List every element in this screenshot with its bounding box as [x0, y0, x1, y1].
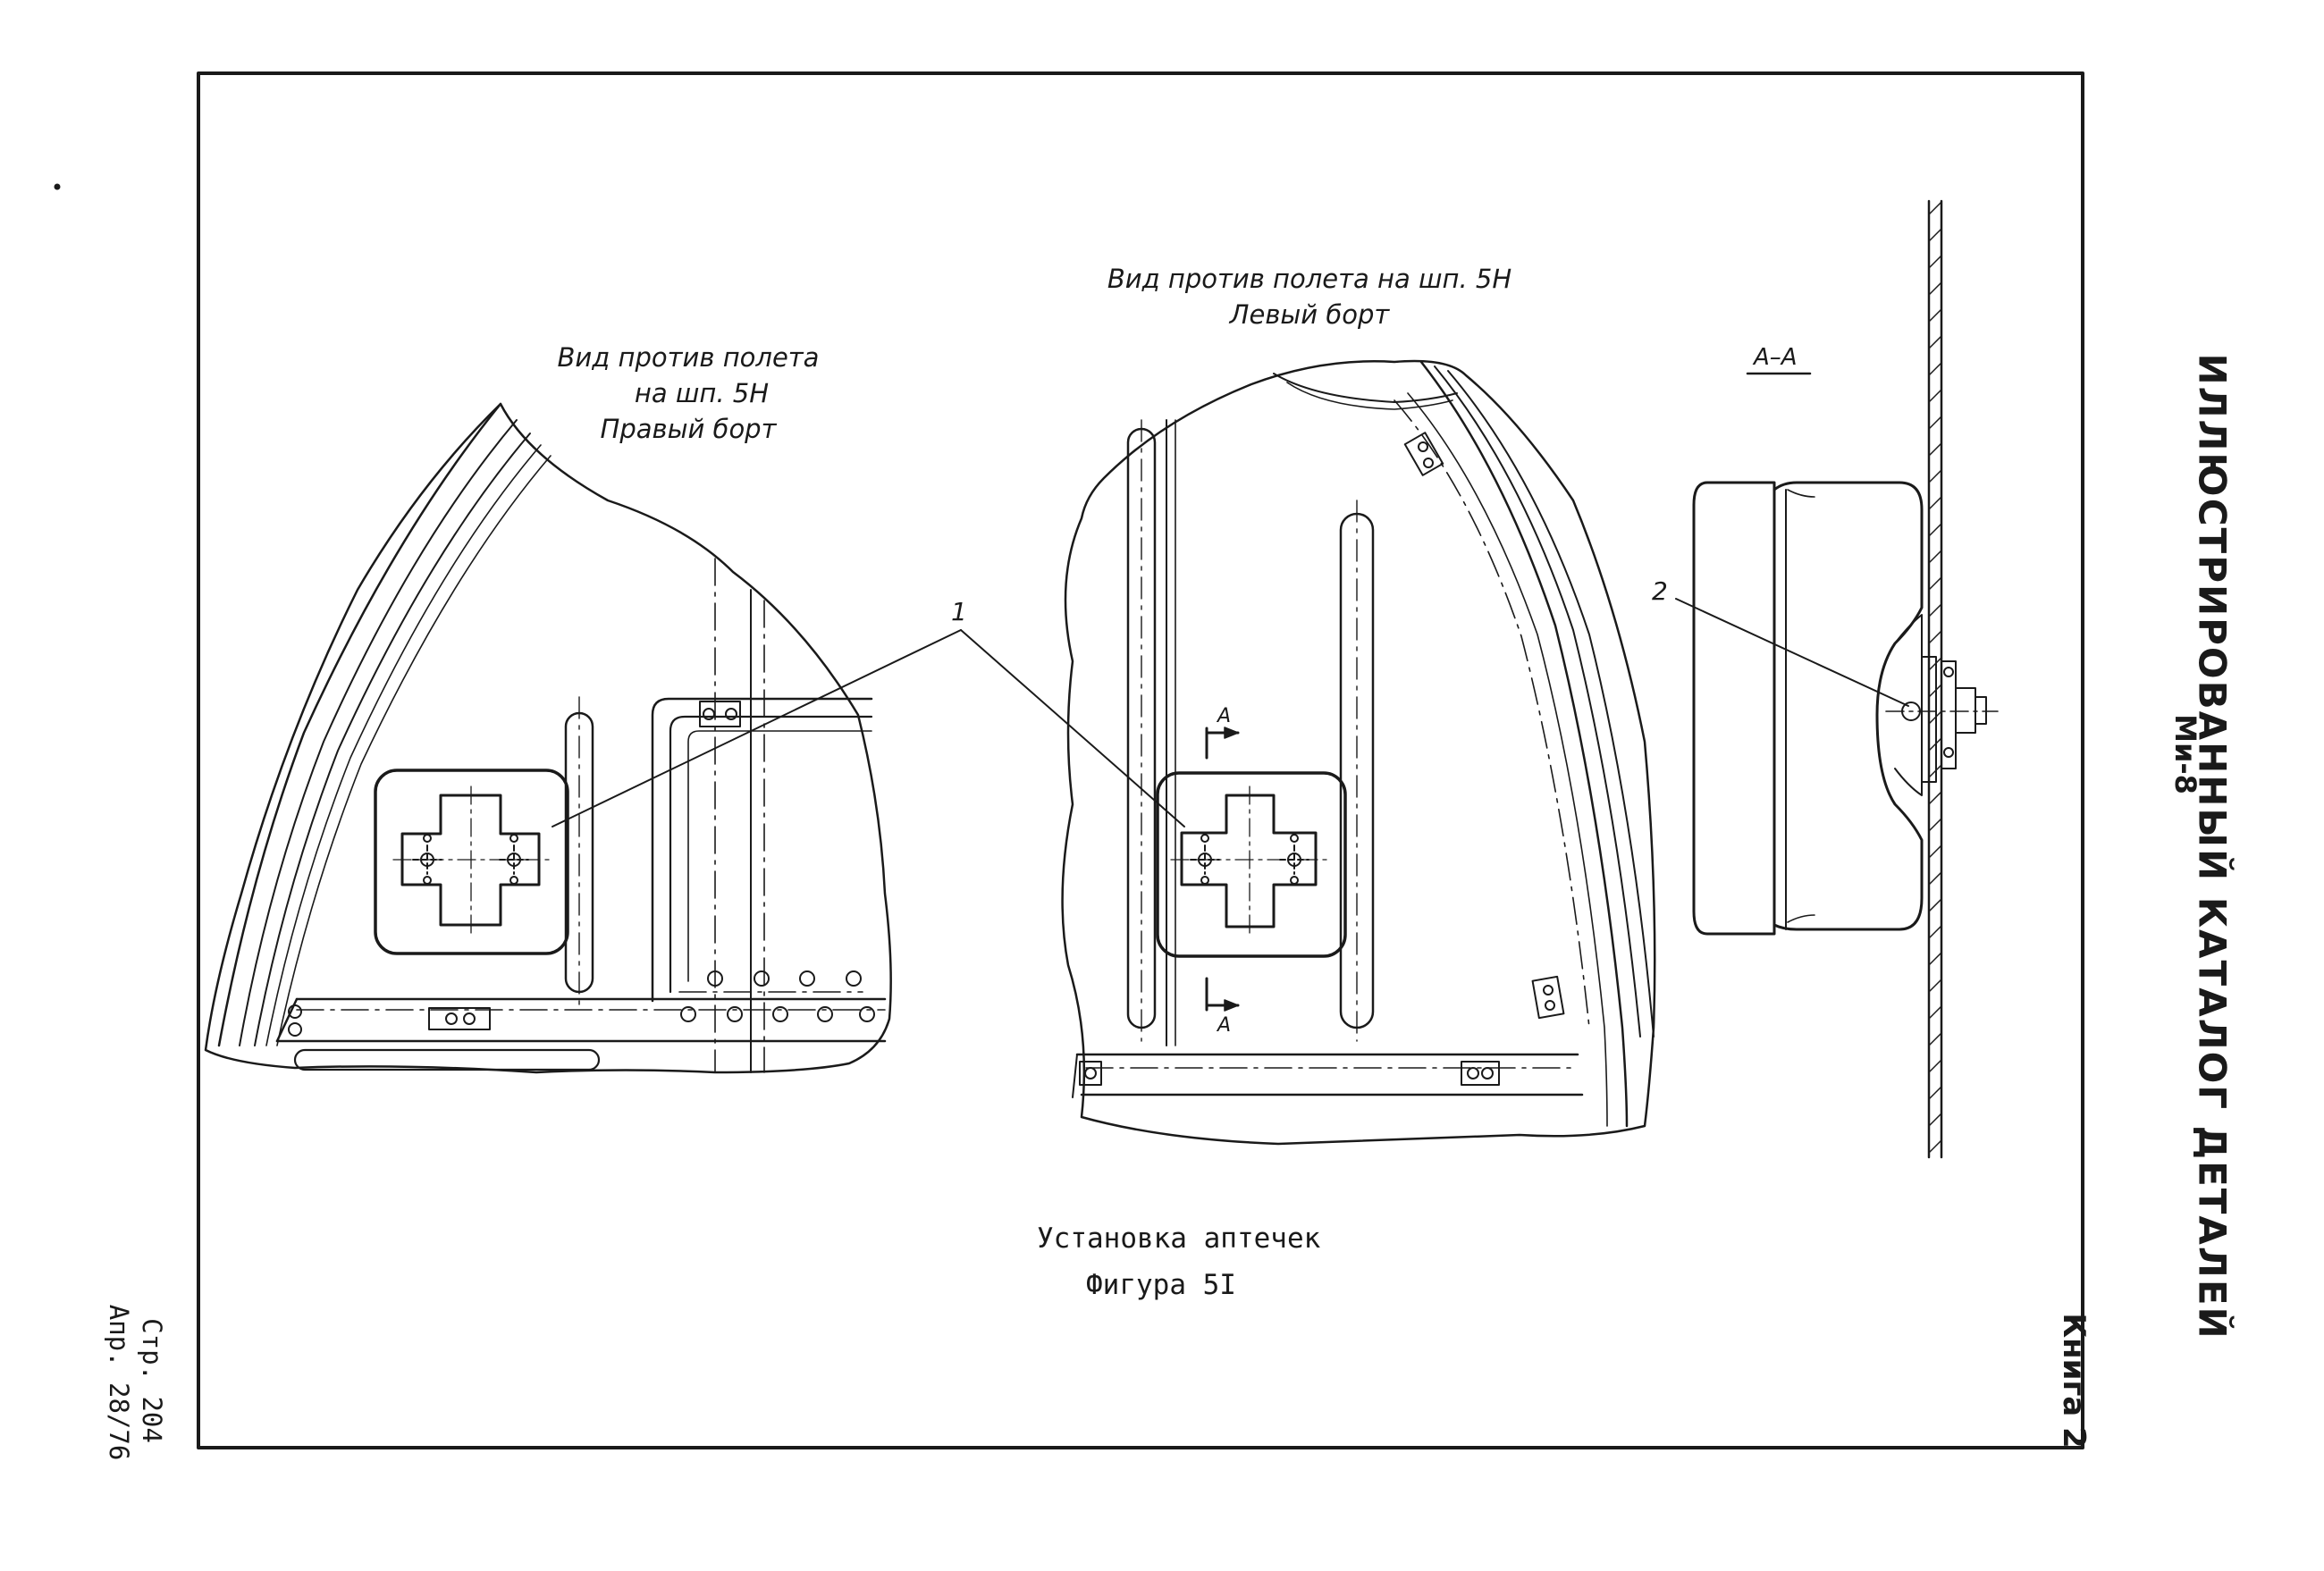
book-label: Книга 2 [2056, 1313, 2092, 1449]
section-a-a-label: А–А [1754, 344, 1798, 371]
callout-2-label: 2 [1652, 576, 1668, 606]
right-side-view-line2: на шп. 5Н [634, 378, 770, 408]
drawing-frame [197, 71, 2084, 1449]
callout-1-leaders [552, 629, 1185, 828]
left-side-view-line2: Левый борт [1229, 299, 1390, 330]
revision-date: Апр. 28/76 [104, 1304, 134, 1461]
catalog-title: ИЛЛЮСТРИРОВАННЫЙ КАТАЛОГ ДЕТАЛЕЙ [2190, 353, 2235, 1340]
section-a-a-view [1675, 199, 1999, 1159]
right-side-panel-view [204, 402, 892, 1074]
figure-caption-title: Установка аптечек [1037, 1222, 1321, 1255]
left-side-panel-view [1061, 359, 1656, 1146]
right-side-view-line3: Правый борт [600, 414, 777, 444]
stray-dot [54, 183, 61, 190]
page-number: Стр. 204 [137, 1318, 167, 1443]
right-side-view-line1: Вид против полета [557, 342, 820, 373]
figure-caption-number: Фигура 5I [1086, 1269, 1236, 1301]
section-mark-top-label: А [1217, 705, 1232, 727]
callout-1-label: 1 [951, 597, 967, 626]
left-side-view-title: Вид против полета на шп. 5Н Левый борт [1099, 261, 1520, 332]
right-side-view-title: Вид против полета на шп. 5Н Правый борт [536, 340, 840, 447]
section-mark-bottom-label: А [1217, 1014, 1232, 1037]
left-side-view-line1: Вид против полета на шп. 5Н [1107, 264, 1512, 294]
